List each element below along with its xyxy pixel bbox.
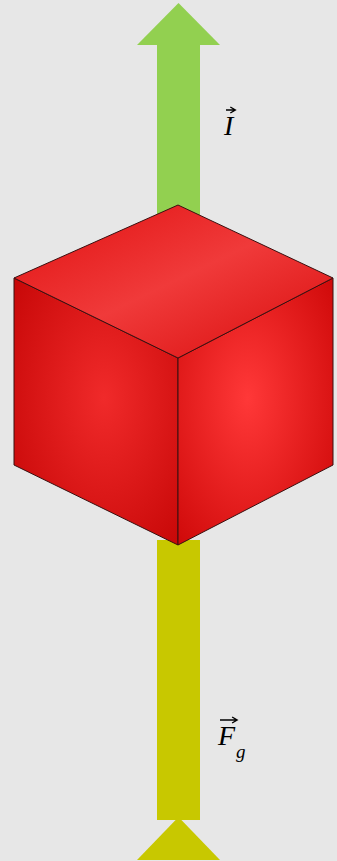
cube-top-face	[14, 205, 333, 358]
gravity-arrow-head	[137, 817, 220, 860]
force-symbol: F	[218, 722, 235, 750]
impulse-arrow-head	[137, 3, 220, 45]
gravity-arrow-shaft	[157, 540, 200, 820]
impulse-symbol: I	[224, 112, 233, 140]
force-subscript: g	[236, 742, 246, 761]
